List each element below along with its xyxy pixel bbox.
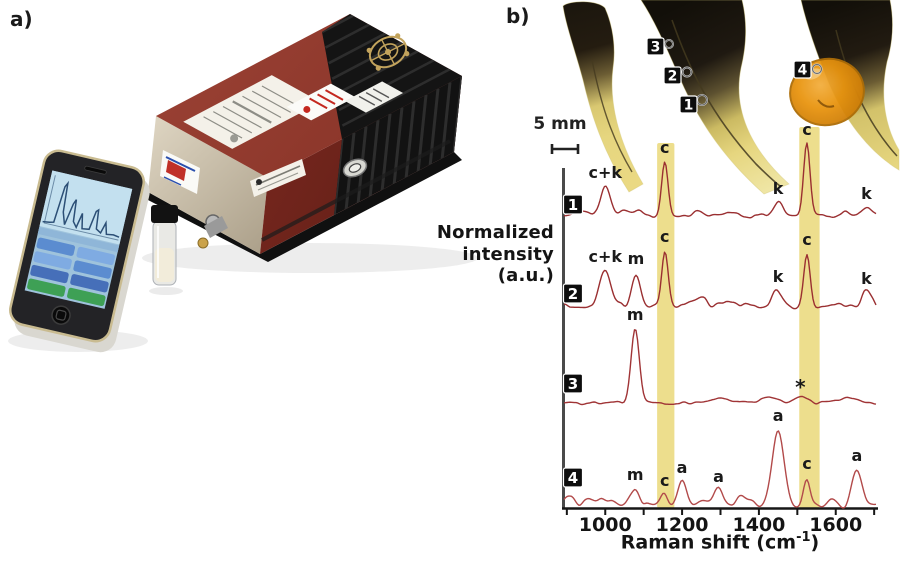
fiber-port xyxy=(342,158,368,178)
phone-app-button xyxy=(73,260,112,279)
spectrum-trace-2 xyxy=(563,251,877,310)
spectrum-badge-2 xyxy=(562,283,584,304)
panel-b-label: b) xyxy=(506,4,530,28)
phone-app-button xyxy=(27,278,66,297)
x-tick-label: 1600 xyxy=(809,514,862,536)
x-axis-label-main: Raman shift (cm xyxy=(620,531,797,554)
peak-label-a: a xyxy=(713,467,724,486)
panel-a-photo xyxy=(8,14,478,353)
spectrum-badge-4 xyxy=(562,467,584,488)
y-axis-label-line1: Normalized xyxy=(436,222,554,243)
photo-marker-1: 1 xyxy=(679,94,708,114)
feather-image-left xyxy=(562,1,644,193)
phone-screen-spectrum xyxy=(42,180,120,238)
peak-label-m: m xyxy=(627,305,644,324)
peak-label-a: a xyxy=(773,406,784,425)
peak-label-c: c xyxy=(660,227,669,246)
peak-label-c: c xyxy=(802,230,811,249)
y-axis-label-line3: (a.u.) xyxy=(497,265,554,286)
peak-label-k: k xyxy=(773,267,784,286)
spectrum-trace-1 xyxy=(563,142,877,219)
phone-app-button xyxy=(30,264,69,284)
svg-text:2: 2 xyxy=(568,285,578,303)
phone-app-button xyxy=(76,246,115,266)
peak-label-*: * xyxy=(795,375,806,399)
x-axis-label-sup: -1 xyxy=(796,530,811,545)
peak-label-c: c xyxy=(660,471,669,490)
photo-marker-2: 2 xyxy=(663,66,693,85)
panel-b-photo: 321 4 xyxy=(562,0,900,195)
peak-label-c: c xyxy=(802,454,811,473)
marker-badge xyxy=(646,37,665,56)
svg-text:1: 1 xyxy=(684,98,694,114)
peak-label-m: m xyxy=(627,465,644,484)
scale-bar xyxy=(550,144,580,154)
y-axis-label-line2: intensity xyxy=(462,243,554,265)
raman-spectrometer xyxy=(148,14,462,262)
vial-cap xyxy=(151,205,178,223)
feather-image-middle xyxy=(640,0,790,195)
phone-app-button xyxy=(67,287,106,307)
photo-marker-3: 3 xyxy=(646,37,674,56)
phone-app-button xyxy=(36,237,76,256)
svg-text:3: 3 xyxy=(651,40,661,56)
spectrum-badge-1 xyxy=(562,194,584,215)
peak-label-a: a xyxy=(851,446,862,465)
phone-earpiece xyxy=(84,165,107,175)
svg-text:4: 4 xyxy=(798,63,808,79)
x-tick-label: 1400 xyxy=(732,514,785,536)
sample-vial xyxy=(151,205,178,286)
svg-text:4: 4 xyxy=(568,469,578,487)
x-tick-label: 1000 xyxy=(579,514,632,536)
peak-label-c: c xyxy=(802,120,811,139)
peak-label-c+k: c+k xyxy=(588,163,622,182)
peak-label-k: k xyxy=(861,269,872,288)
panel-a-label: a) xyxy=(10,7,33,31)
feather-image-right xyxy=(789,0,900,171)
spectrum-badge-3 xyxy=(562,373,584,394)
peak-label-c: c xyxy=(660,138,669,157)
svg-text:3: 3 xyxy=(568,375,578,393)
marker-badge xyxy=(793,60,812,79)
peak-label-c+k: c+k xyxy=(588,247,622,266)
spectrum-trace-4 xyxy=(563,430,877,509)
laser-warning-label xyxy=(286,83,356,121)
spectrum-trace-3 xyxy=(563,329,877,406)
smartphone xyxy=(9,149,145,343)
x-axis-label-end: ) xyxy=(810,531,820,554)
phone-home-button xyxy=(51,305,71,325)
fan-grille-icon xyxy=(366,33,410,71)
carotenoid-band-highlight xyxy=(657,143,675,508)
peak-label-a: a xyxy=(677,458,688,477)
phone-app-button xyxy=(70,274,109,293)
photo-marker-4: 4 xyxy=(793,60,823,79)
peak-label-k: k xyxy=(861,184,872,203)
scale-bar-label: 5 mm xyxy=(533,114,587,134)
svg-text:2: 2 xyxy=(668,69,678,85)
peak-label-k: k xyxy=(773,179,784,198)
y-axis-label: Normalized intensity (a.u.) xyxy=(398,222,554,287)
phone-app-button xyxy=(33,251,72,270)
x-tick-label: 1200 xyxy=(656,514,709,536)
x-axis-label: Raman shift (cm-1) xyxy=(570,530,870,553)
peak-label-m: m xyxy=(628,249,645,268)
spectrometer-end-face xyxy=(148,116,268,254)
carotenoid-band-highlight xyxy=(799,127,820,508)
marker-badge xyxy=(663,66,682,85)
marker-badge xyxy=(679,95,698,114)
svg-text:1: 1 xyxy=(568,196,578,214)
